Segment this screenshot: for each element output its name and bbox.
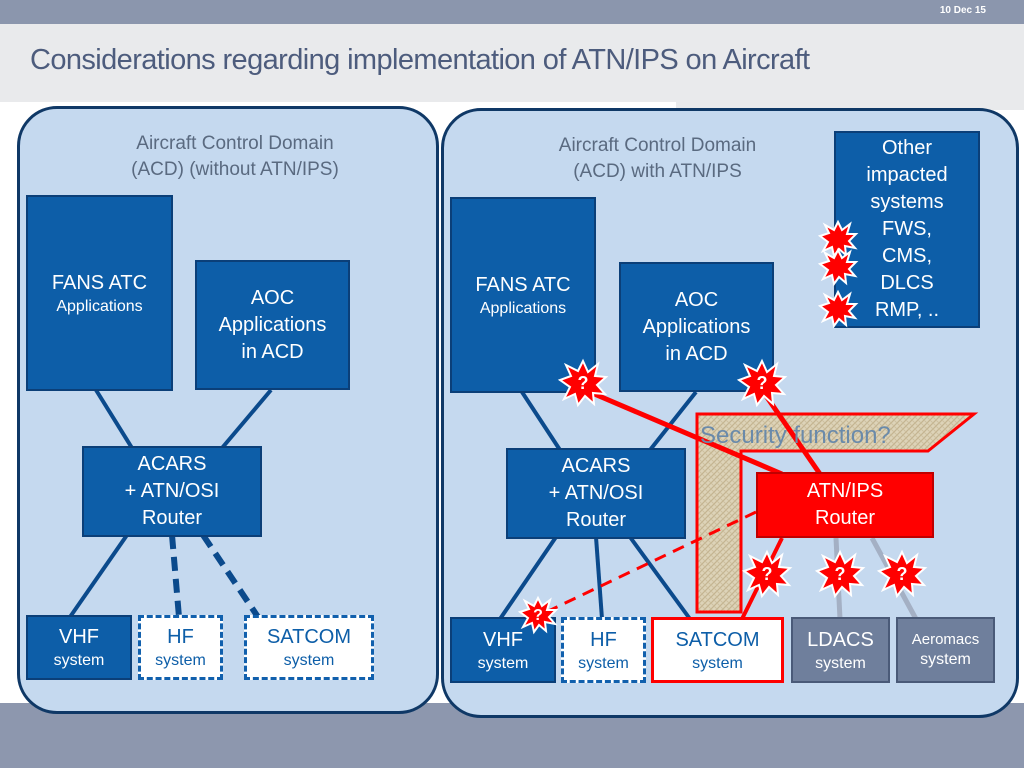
left-aoc-line1: AOC [250,286,295,309]
other-line2: impacted [866,164,948,186]
right-satcom-box: SATCOM system [651,617,784,683]
left-router-vhf-link [68,533,129,619]
right-title-line1: Aircraft Control Domain [558,135,757,156]
right-vhf-box: VHF system [450,617,556,683]
title-bar-extension [676,24,1024,110]
right-satcom-name: SATCOM [675,628,760,651]
question-mark-aeromacs: ? [897,564,908,584]
right-hf-name: HF [590,628,617,651]
security-function-band [695,412,979,614]
right-aoc-line1: AOC [674,288,719,311]
left-satcom-sub: system [283,652,335,669]
question-burst-fans: ? [559,360,607,406]
other-line3: systems [870,191,944,213]
left-router-hf-link [169,534,182,618]
fans-atnips-link [584,387,783,477]
question-mark-vhf: ? [533,607,543,624]
slide-date: 10 Dec 15 [939,5,986,16]
other-line1: Other [881,137,933,159]
question-burst-vhf: ? [519,597,557,633]
left-router-line2: + ATN/OSI [124,480,220,502]
aeromacs-box: Aeromacs system [896,617,995,683]
left-hf-sub: system [155,652,206,669]
top-bar [0,0,1024,24]
ldacs-name: LDACS [807,628,874,651]
left-vhf-sub: system [53,652,105,669]
question-burst-ldacs: ? [816,551,864,597]
left-vhf-box: VHF system [26,615,132,680]
left-satcom-name: SATCOM [266,626,352,648]
slide-title: Considerations regarding implementation … [30,44,810,76]
other-line5: CMS, [882,245,932,267]
left-title-line1: Aircraft Control Domain [136,133,334,154]
left-fans-router-link [94,388,134,450]
right-aoc-router-link [648,390,698,452]
atn-router-line1: ATN/IPS [806,480,884,502]
left-fans-atc-box: FANS ATC Applications [26,195,173,391]
right-hf-sub: system [578,654,629,672]
question-burst-satcom: ? [743,551,791,597]
atnips-vhf-dashed-link [537,510,757,618]
right-fans-router-link [520,390,562,452]
atn-ips-router-box: ATN/IPS Router [756,472,934,538]
question-mark-satcom: ? [762,564,773,584]
left-fans-line2: Applications [56,297,143,315]
alert-burst-dlcs [819,291,857,327]
right-aoc-line3: in ACD [665,342,728,365]
right-hf-box: HF system [561,617,646,683]
left-panel-title: Aircraft Control Domain (ACD) (without A… [80,131,390,183]
right-satcom-sub: system [692,654,743,672]
right-fans-atc-box: FANS ATC Applications [450,197,596,393]
left-aoc-box: AOC Applications in ACD [195,260,350,390]
other-impacted-systems-box: Other impacted systems FWS, CMS, DLCS RM… [834,131,980,328]
right-router-vhf-link [498,535,558,621]
ldacs-sub: system [815,654,866,672]
right-fans-line1: FANS ATC [475,273,571,296]
question-mark-fans: ? [578,373,589,393]
left-satcom-box: SATCOM system [244,615,374,680]
right-router-line1: ACARS [561,455,631,477]
right-router-satcom-link [628,535,692,621]
right-router-hf-link [594,536,604,620]
left-title-line2: (ACD) (without ATN/IPS) [131,159,339,180]
left-hf-box: HF system [138,615,223,680]
aeromacs-sub: system [920,651,971,668]
left-router-satcom-link [200,533,261,619]
other-line6: DLCS [880,272,934,294]
question-burst-aoc: ? [738,360,786,406]
right-aoc-line2: Applications [642,315,751,338]
left-router-line1: ACARS [137,453,207,475]
right-panel-title: Aircraft Control Domain (ACD) with ATN/I… [520,133,795,185]
right-router-line3: Router [565,509,627,531]
right-acars-router-box: ACARS + ATN/OSI Router [506,448,686,539]
ldacs-box: LDACS system [791,617,890,683]
left-aoc-router-link [220,388,273,450]
left-hf-name: HF [167,626,194,648]
question-burst-aeromacs: ? [878,551,926,597]
question-mark-ldacs: ? [835,564,846,584]
right-vhf-sub: system [477,654,529,672]
security-function-label: Security function? [700,422,891,449]
left-acars-router-box: ACARS + ATN/OSI Router [82,446,262,537]
left-fans-line1: FANS ATC [51,271,148,294]
aeromacs-name: Aeromacs [911,631,980,648]
right-title-line2: (ACD) with ATN/IPS [573,161,742,182]
left-vhf-name: VHF [59,626,99,648]
right-vhf-name: VHF [483,628,523,651]
alert-burst-cms [819,249,857,285]
question-mark-aoc: ? [757,373,768,393]
left-aoc-line3: in ACD [241,340,304,363]
title-bar [0,24,676,102]
right-router-line2: + ATN/OSI [548,482,644,504]
other-line7: RMP, .. [874,299,940,321]
left-router-line3: Router [141,507,203,529]
other-line4: FWS, [882,218,932,240]
right-fans-line2: Applications [479,299,567,317]
atn-router-line2: Router [814,507,876,529]
left-aoc-line2: Applications [218,313,327,336]
